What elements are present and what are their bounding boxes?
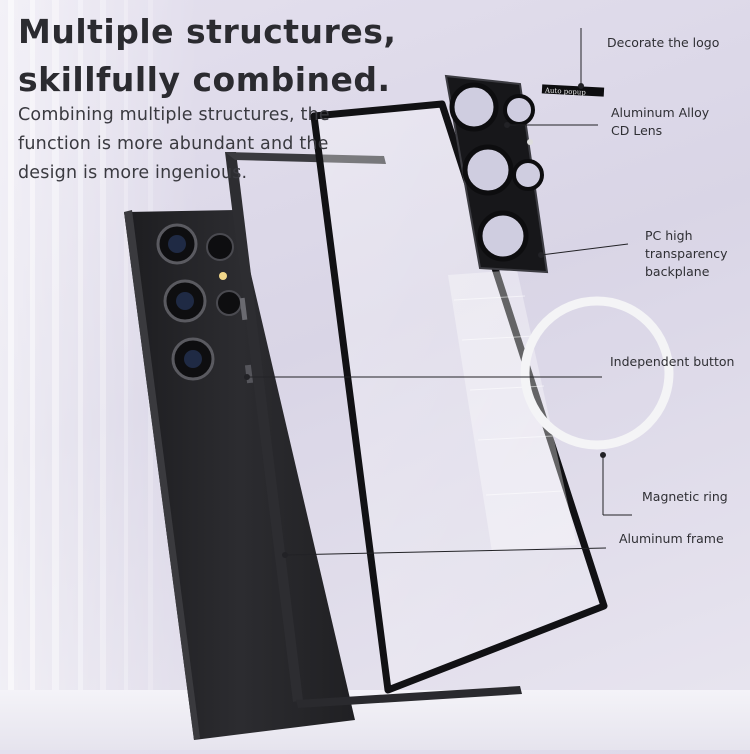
magnetic-ring	[520, 296, 674, 450]
aluminum-frame	[225, 152, 522, 708]
camera-lenses	[156, 223, 242, 381]
callout-leaders	[244, 28, 632, 558]
pc-backplane	[310, 100, 608, 694]
logo-plate	[541, 84, 605, 97]
phone-body	[124, 210, 355, 740]
lens-engraving: Auto popup	[544, 86, 587, 96]
